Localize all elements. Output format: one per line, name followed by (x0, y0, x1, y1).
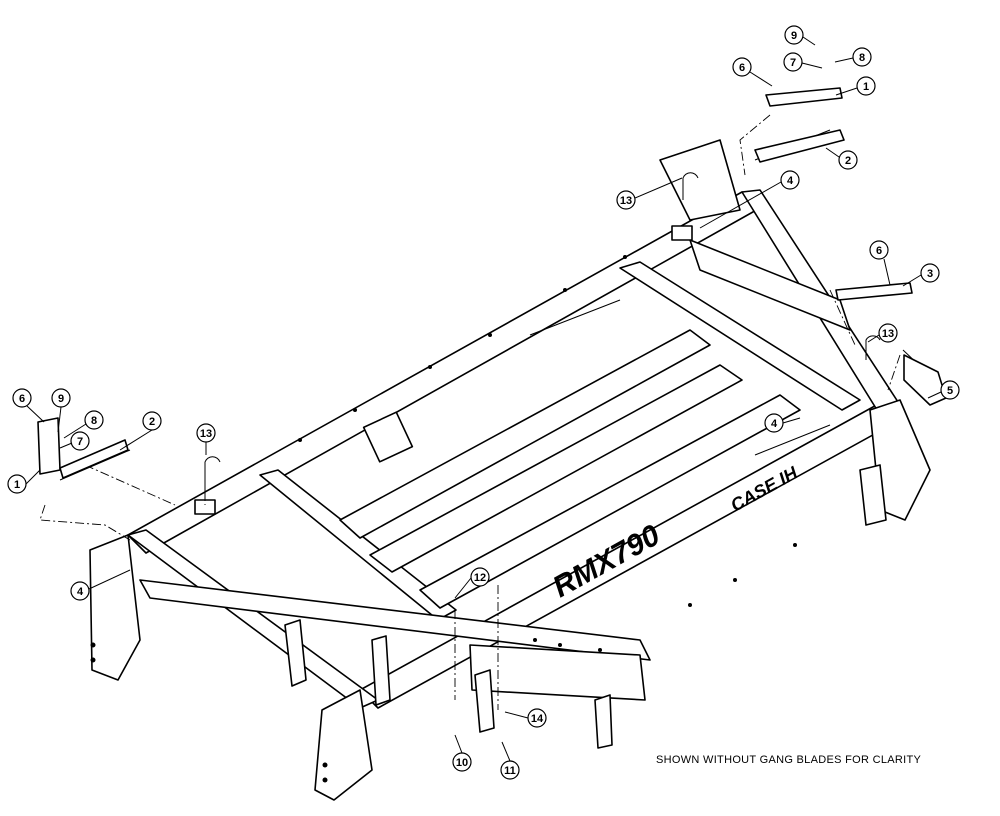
callout-label: 9 (791, 30, 797, 42)
callout-label: 14 (531, 713, 544, 725)
callout-label: 6 (876, 245, 882, 257)
callout-12: 12 (470, 567, 490, 587)
callout-label: 8 (91, 415, 97, 427)
callout-6-left: 6 (12, 388, 32, 408)
callout-label: 4 (77, 586, 84, 598)
leader-lines (25, 36, 942, 762)
callout-8-top: 8 (852, 47, 872, 67)
callout-7-left: 7 (70, 431, 90, 451)
callout-13-left: 13 (196, 423, 216, 443)
callout-5-right: 5 (940, 380, 960, 400)
callout-label: 11 (504, 765, 516, 777)
callouts: 9 8 7 6 1 2 13 4 6 3 13 5 4 6 9 8 7 1 2 … (7, 25, 960, 780)
callout-label: 7 (790, 57, 796, 69)
callout-label: 1 (14, 479, 20, 491)
callout-label: 8 (859, 52, 865, 64)
callout-label: 10 (456, 757, 468, 769)
callout-13-right: 13 (878, 323, 898, 343)
callout-4-top: 4 (780, 170, 800, 190)
callout-1-top: 1 (856, 76, 876, 96)
callout-label: 6 (739, 62, 745, 74)
diagram-caption: SHOWN WITHOUT GANG BLADES FOR CLARITY (656, 754, 922, 766)
callout-3-right: 3 (920, 263, 940, 283)
callout-label: 2 (845, 155, 851, 167)
callout-label: 2 (149, 416, 155, 428)
callout-1-left: 1 (7, 474, 27, 494)
callout-4-mid: 4 (764, 413, 784, 433)
callout-10: 10 (452, 752, 472, 772)
callout-6-right: 6 (869, 240, 889, 260)
callout-label: 4 (771, 418, 778, 430)
callout-13-top: 13 (616, 190, 636, 210)
callout-8-left: 8 (84, 410, 104, 430)
callout-6-top: 6 (732, 57, 752, 77)
callout-label: 1 (863, 81, 869, 93)
callout-label: 5 (947, 385, 953, 397)
callout-label: 6 (19, 393, 25, 405)
callout-9-left: 9 (51, 388, 71, 408)
callout-label: 9 (58, 393, 64, 405)
callout-label: 13 (200, 428, 212, 440)
callout-label: 4 (787, 175, 794, 187)
callout-label: 7 (77, 436, 83, 448)
callout-label: 13 (620, 195, 632, 207)
callout-11: 11 (500, 760, 520, 780)
callout-7-top: 7 (783, 52, 803, 72)
callout-label: 12 (474, 572, 486, 584)
callout-label: 3 (927, 268, 933, 280)
callout-label: 13 (882, 328, 894, 340)
callout-9-top: 9 (784, 25, 804, 45)
callout-4-left: 4 (70, 581, 90, 601)
callout-2-left: 2 (142, 411, 162, 431)
disk-harrow-frame (37, 87, 947, 801)
callout-2-top: 2 (838, 150, 858, 170)
callout-14: 14 (527, 708, 547, 728)
